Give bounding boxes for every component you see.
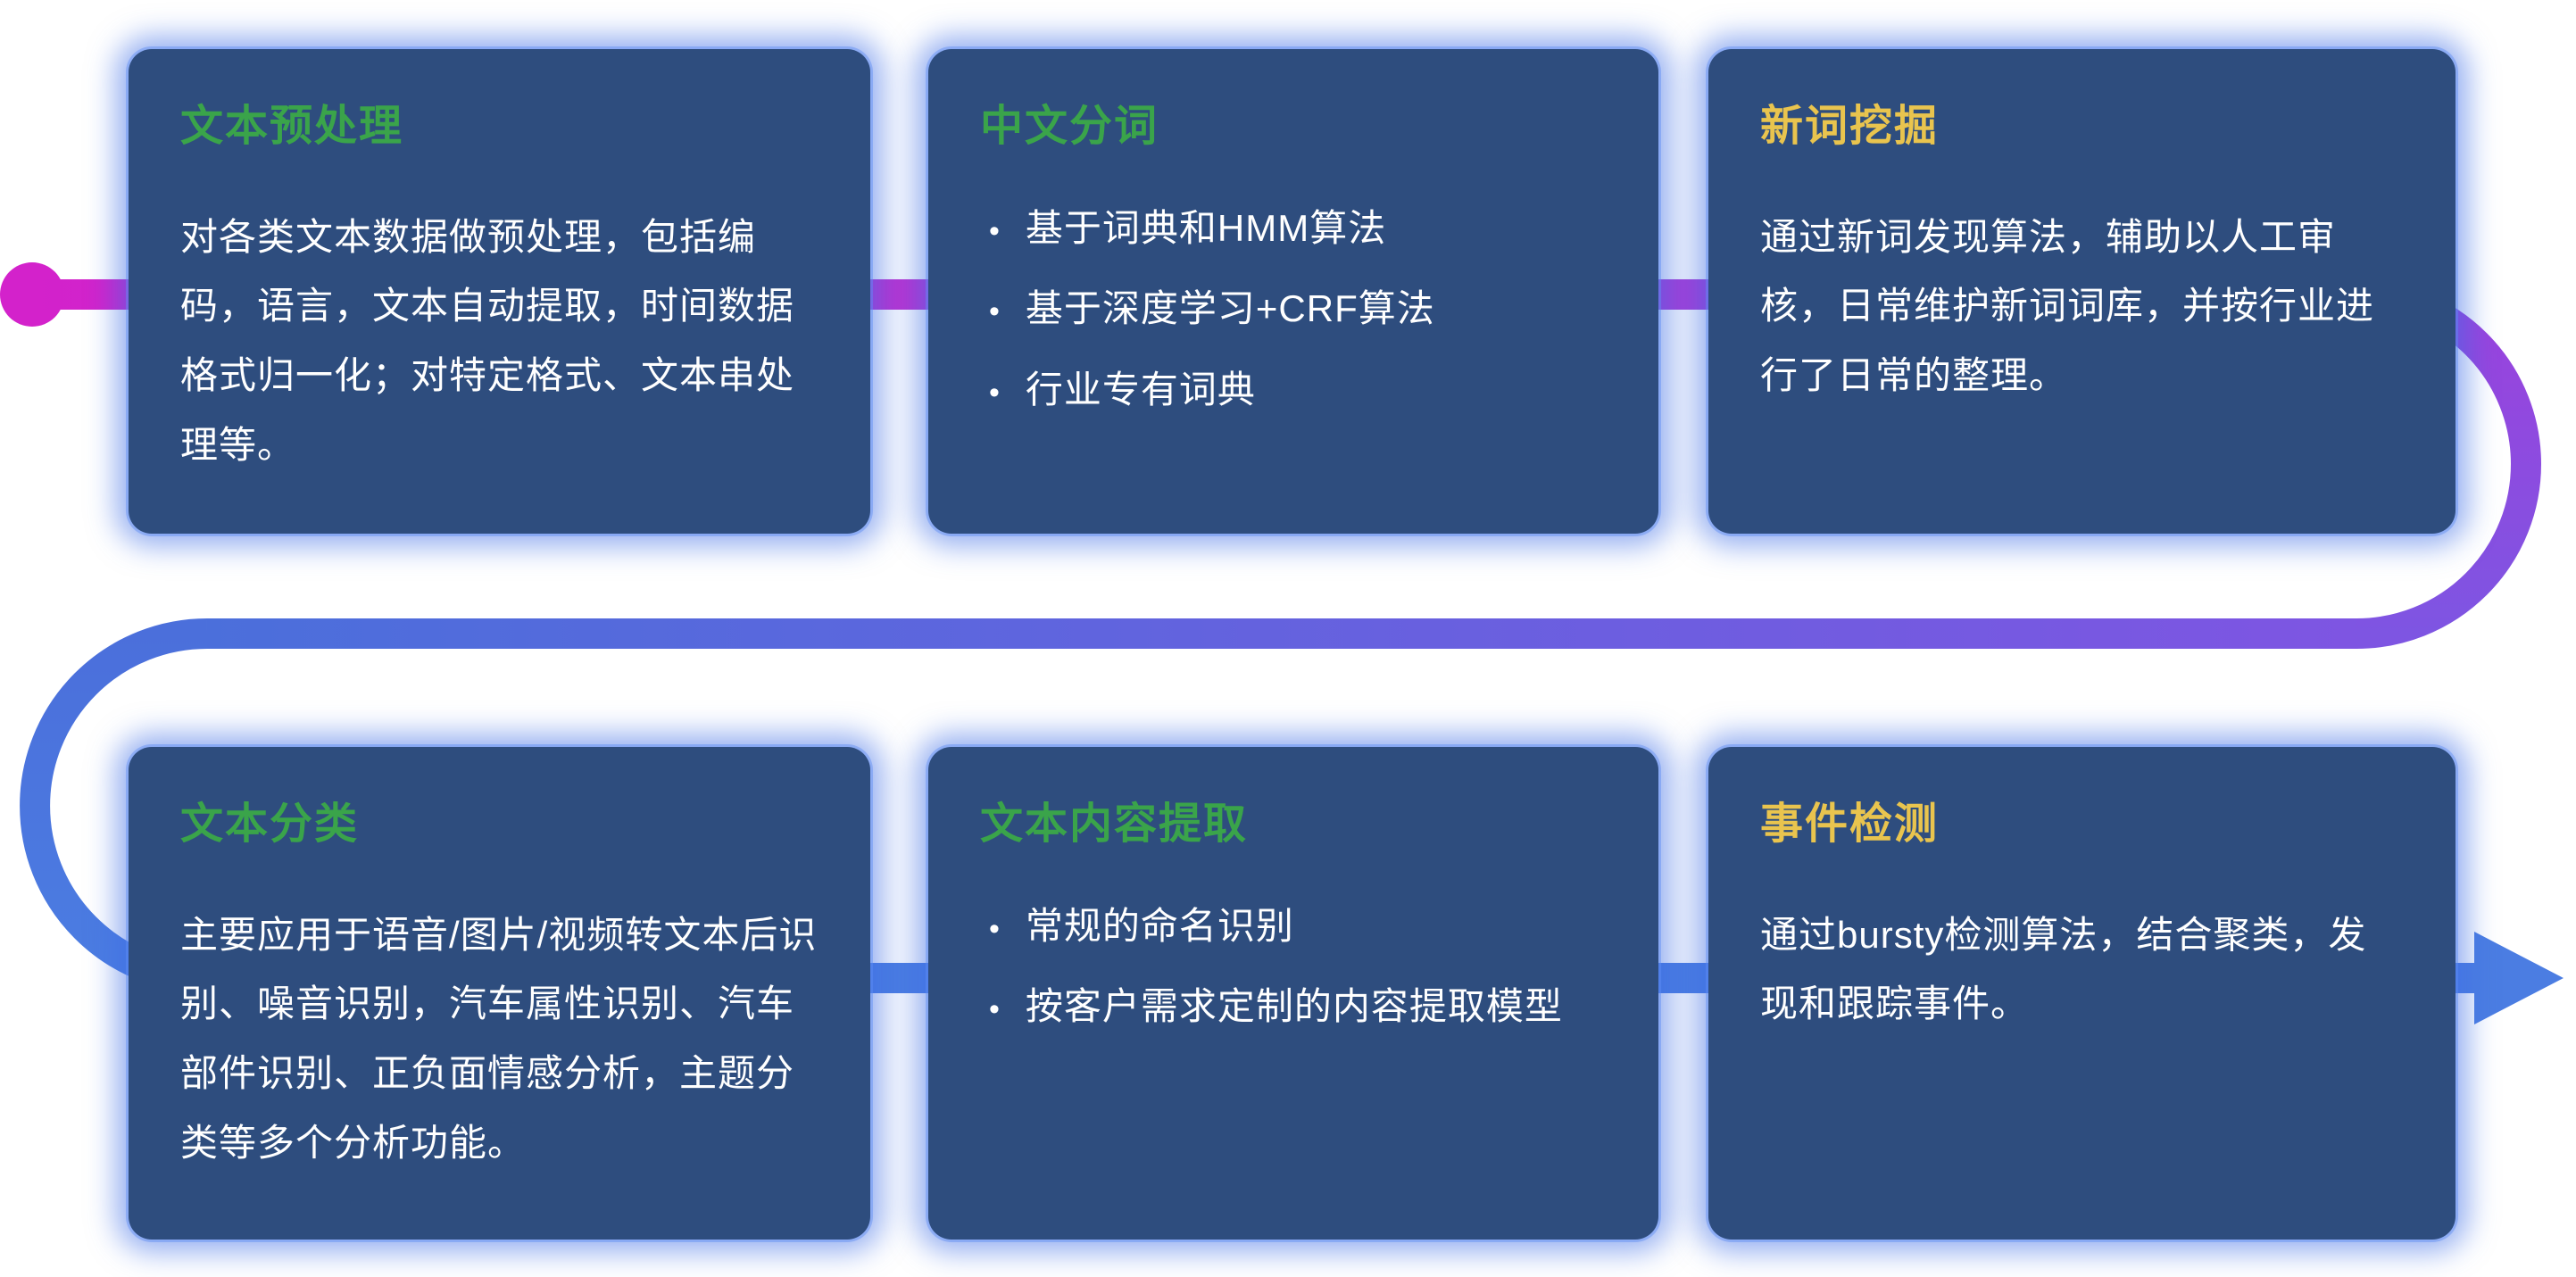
flow-arrow-icon — [2474, 932, 2564, 1024]
card-new-word-mining: 新词挖掘 通过新词发现算法，辅助以人工审核，日常维护新词词库，并按行业进行了日常… — [1708, 49, 2456, 534]
bullet-text: 基于词典和HMM算法 — [1025, 206, 1387, 249]
card-title: 新词挖掘 — [1760, 103, 1940, 150]
card-body: • 基于词典和HMM算法 • 基于深度学习+CRF算法 • 行业专有词典 — [980, 203, 1607, 417]
bullet-text: 按客户需求定制的内容提取模型 — [1025, 985, 1563, 1028]
card-event-detection: 事件检测 通过bursty检测算法，结合聚类，发现和跟踪事件。 — [1708, 747, 2456, 1240]
bullet-icon: • — [989, 992, 1001, 1027]
card-title: 文本预处理 — [180, 103, 404, 150]
bullet-text: 常规的命名识别 — [1025, 904, 1294, 947]
bullet-icon: • — [989, 294, 1001, 329]
card-paragraph: 对各类文本数据做预处理，包括编码，语言，文本自动提取，时间数据格式归一化；对特定… — [180, 215, 795, 466]
bullet-icon: • — [989, 213, 1001, 248]
card-paragraph: 通过新词发现算法，辅助以人工审核，日常维护新词词库，并按行业进行了日常的整理。 — [1760, 215, 2375, 396]
card-body: 通过新词发现算法，辅助以人工审核，日常维护新词词库，并按行业进行了日常的整理。 — [1760, 203, 2404, 410]
bullet-list: • 基于词典和HMM算法 • 基于深度学习+CRF算法 • 行业专有词典 — [989, 203, 1607, 417]
bullet-text: 基于深度学习+CRF算法 — [1025, 287, 1435, 330]
flow-curve-left — [20, 618, 208, 993]
card-body: 通过bursty检测算法，结合聚类，发现和跟踪事件。 — [1760, 900, 2404, 1039]
bullet-list: • 常规的命名识别 • 按客户需求定制的内容提取模型 — [989, 900, 1607, 1034]
card-paragraph: 通过bursty检测算法，结合聚类，发现和跟踪事件。 — [1760, 913, 2367, 1025]
card-paragraph: 主要应用于语音/图片/视频转文本后识别、噪音识别，汽车属性识别、汽车部件识别、正… — [180, 913, 818, 1164]
bullet-text: 行业专有词典 — [1025, 369, 1256, 411]
bullet-item: • 按客户需求定制的内容提取模型 — [989, 981, 1607, 1033]
bullet-icon: • — [989, 376, 1001, 410]
card-text-content-extraction: 文本内容提取 • 常规的命名识别 • 按客户需求定制的内容提取模型 — [928, 747, 1658, 1240]
card-text-classification: 文本分类 主要应用于语音/图片/视频转文本后识别、噪音识别，汽车属性识别、汽车部… — [129, 747, 870, 1240]
bullet-item: • 基于深度学习+CRF算法 — [989, 283, 1607, 336]
card-chinese-word-segmentation: 中文分词 • 基于词典和HMM算法 • 基于深度学习+CRF算法 • 行业专有词典 — [928, 49, 1658, 534]
card-body: • 常规的命名识别 • 按客户需求定制的内容提取模型 — [980, 900, 1607, 1034]
bullet-icon: • — [989, 911, 1001, 946]
bullet-item: • 行业专有词典 — [989, 364, 1607, 417]
card-title: 中文分词 — [980, 103, 1159, 150]
card-body: 主要应用于语音/图片/视频转文本后识别、噪音识别，汽车属性识别、汽车部件识别、正… — [180, 900, 819, 1178]
card-title: 文本分类 — [180, 800, 360, 848]
card-body: 对各类文本数据做预处理，包括编码，语言，文本自动提取，时间数据格式归一化；对特定… — [180, 203, 819, 480]
card-text-preprocessing: 文本预处理 对各类文本数据做预处理，包括编码，语言，文本自动提取，时间数据格式归… — [129, 49, 870, 534]
card-title: 文本内容提取 — [980, 800, 1249, 848]
bullet-item: • 基于词典和HMM算法 — [989, 203, 1607, 255]
bullet-item: • 常规的命名识别 — [989, 900, 1607, 953]
card-title: 事件检测 — [1760, 800, 1940, 848]
